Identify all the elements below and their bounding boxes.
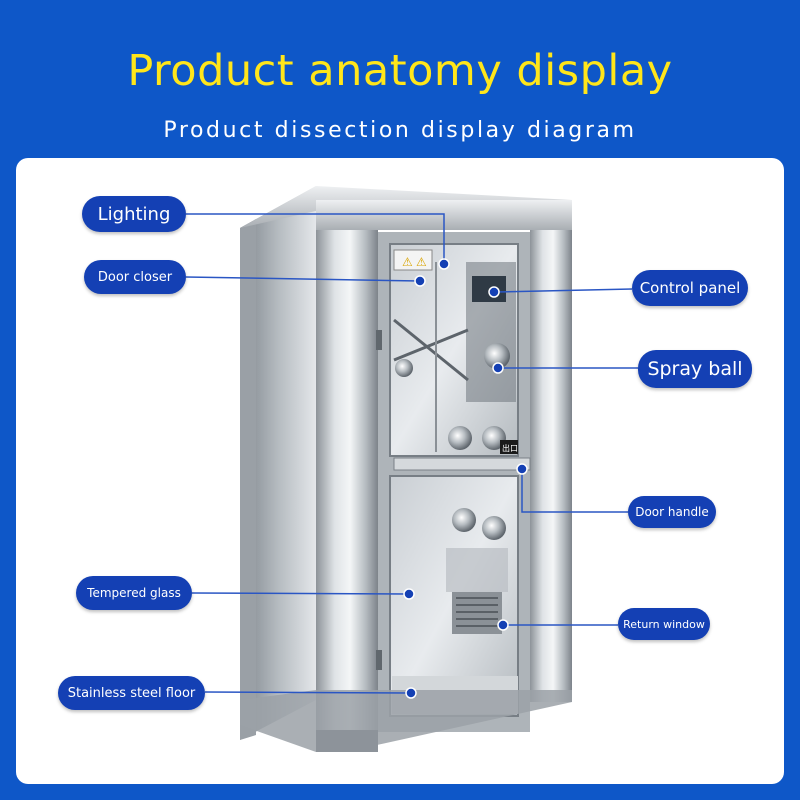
leader-lines <box>185 213 638 694</box>
callout-door-handle: Door handle <box>628 496 716 528</box>
page-title: Product anatomy display <box>127 46 673 96</box>
cabinet-left-side <box>240 186 316 740</box>
control-panel-display <box>472 276 506 302</box>
callout-spray-ball: Spray ball <box>638 350 752 388</box>
door-handle-bar <box>393 457 531 471</box>
warning-signs <box>393 249 433 271</box>
warning-sign-right: ⚠ <box>416 255 427 269</box>
callout-lighting: Lighting <box>82 196 186 232</box>
callout-tempered-glass: Tempered glass <box>76 576 192 610</box>
warning-sign-left: ⚠ <box>402 255 413 269</box>
callout-control-panel: Control panel <box>632 270 748 306</box>
callout-return-window: Return window <box>618 608 710 640</box>
cabinet-front-left-pillar <box>316 206 378 750</box>
cabinet-front-right-pillar <box>530 216 572 702</box>
callout-stainless-steel-floor: Stainless steel floor <box>58 676 205 710</box>
door <box>376 232 531 732</box>
callout-dots <box>403 258 528 699</box>
exit-button-label: 出口 <box>502 443 518 453</box>
callout-door-closer: Door closer <box>84 260 186 294</box>
page-subtitle: Product dissection display diagram <box>163 118 637 143</box>
